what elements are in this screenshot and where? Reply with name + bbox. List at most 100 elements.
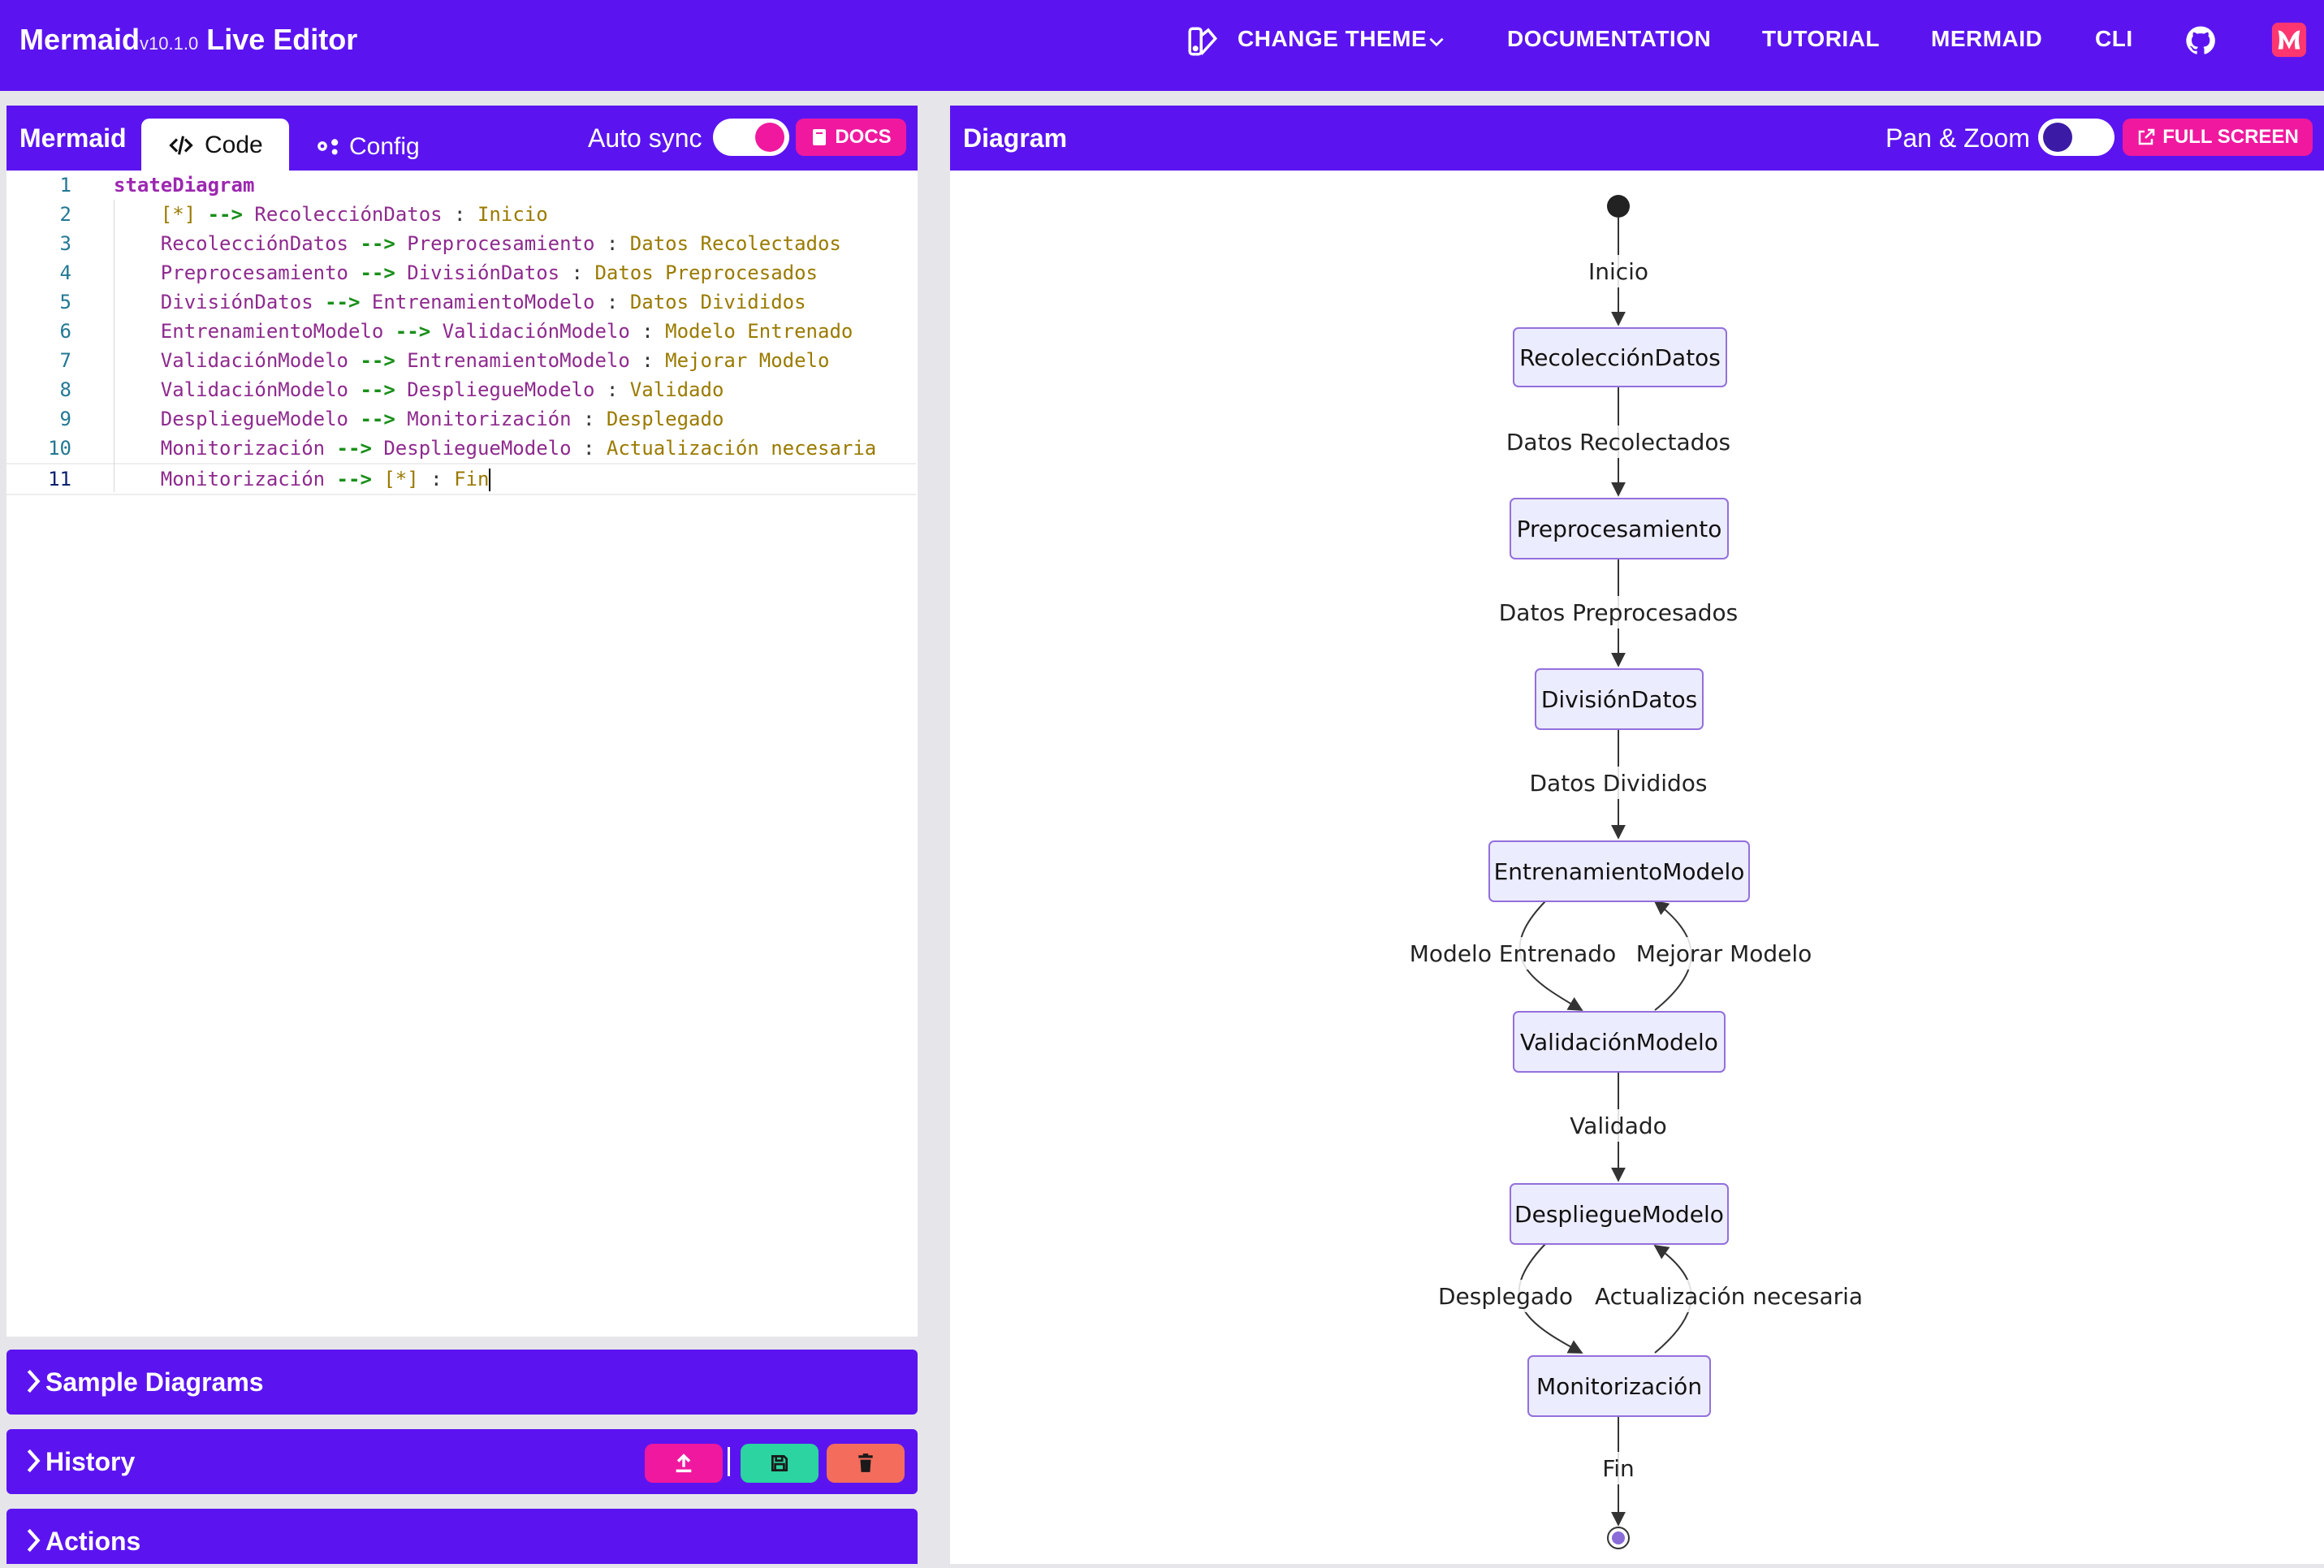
full-screen-label: FULL SCREEN	[2162, 126, 2299, 148]
code-token	[383, 320, 395, 343]
code-token: DespliegueModelo	[383, 437, 572, 460]
code-token: :	[629, 349, 666, 372]
tab-config-label: Config	[349, 133, 420, 160]
line-code: Preprocesamiento --> DivisiónDatos : Dat…	[114, 258, 818, 287]
code-editor[interactable]: 1 stateDiagram 2 [*] --> RecolecciónDatos …	[6, 171, 918, 1337]
code-token	[243, 203, 254, 226]
text-cursor	[489, 469, 491, 491]
history-section[interactable]: History	[6, 1429, 918, 1494]
code-line[interactable]: 7 ValidaciónModelo --> EntrenamientoMode…	[6, 346, 916, 375]
code-line[interactable]: 8 ValidaciónModelo --> DespliegueModelo …	[6, 375, 916, 404]
upload-history-button[interactable]	[645, 1444, 723, 1483]
nav-mermaid[interactable]: MERMAID	[1931, 26, 2043, 51]
code-lines[interactable]: 1 stateDiagram 2 [*] --> RecolecciónDatos …	[6, 171, 918, 512]
code-line[interactable]: 2 [*] --> RecolecciónDatos : Inicio	[6, 200, 916, 229]
code-token	[395, 378, 407, 401]
code-token: -->	[360, 378, 395, 401]
code-token: :	[442, 203, 477, 226]
chevron-down-icon[interactable]	[1426, 31, 1447, 56]
code-token: Preprocesamiento	[160, 261, 348, 284]
code-token	[325, 468, 336, 490]
code-token: Monitorización	[160, 468, 326, 490]
code-token	[348, 378, 360, 401]
book-icon	[813, 129, 827, 145]
github-icon[interactable]	[2184, 24, 2217, 61]
sample-diagrams-section[interactable]: Sample Diagrams	[6, 1350, 918, 1415]
code-token: Preprocesamiento	[407, 232, 595, 255]
code-token: :	[594, 378, 630, 401]
pan-zoom-label: Pan & Zoom	[1886, 123, 2030, 153]
svg-text:Preprocesamiento: Preprocesamiento	[1517, 516, 1722, 542]
code-line[interactable]: 4 Preprocesamiento --> DivisiónDatos : D…	[6, 258, 916, 287]
code-token	[114, 232, 161, 255]
nav-tutorial[interactable]: TUTORIAL	[1762, 26, 1881, 51]
chevron-right-icon	[24, 1367, 42, 1399]
code-line[interactable]: 11 Monitorización --> [*] : Fin	[6, 463, 916, 495]
code-token	[313, 291, 325, 313]
code-line[interactable]: 6 EntrenamientoModelo --> ValidaciónMode…	[6, 317, 916, 346]
code-line[interactable]: 9 DespliegueModelo --> Monitorización : …	[6, 404, 916, 434]
tab-code[interactable]: Code	[141, 119, 289, 171]
code-token: -->	[207, 203, 243, 226]
edge-label-modelo-entrenado: Modelo Entrenado	[1410, 937, 1616, 970]
tab-config[interactable]: Config	[302, 119, 440, 171]
auto-sync-label: Auto sync	[588, 123, 702, 153]
code-token	[114, 291, 161, 313]
diagram-canvas[interactable]: Inicio Datos Recolectados Datos Preproce…	[950, 171, 2324, 1564]
app-brand[interactable]: Mermaidv10.1.0 Live Editor	[19, 23, 357, 57]
docs-button[interactable]: DOCS	[796, 119, 906, 156]
edge-label-datos-preprocesados: Datos Preprocesados	[1499, 596, 1738, 628]
svg-text:Actualización necesaria: Actualización necesaria	[1595, 1283, 1863, 1310]
nav-documentation[interactable]: DOCUMENTATION	[1507, 26, 1712, 51]
edge-label-datos-recolectados: Datos Recolectados	[1506, 425, 1730, 458]
full-screen-button[interactable]: FULL SCREEN	[2123, 119, 2313, 156]
nav-cli[interactable]: CLI	[2095, 26, 2133, 51]
line-number: 11	[48, 468, 71, 490]
code-icon	[167, 133, 195, 162]
theme-icon[interactable]	[1186, 24, 1220, 63]
code-token	[325, 437, 336, 460]
state-recoleccion-datos[interactable]: RecolecciónDatos	[1513, 327, 1727, 387]
tab-code-label: Code	[205, 132, 263, 158]
code-token: Monitorización	[407, 408, 572, 430]
code-token: stateDiagram	[114, 174, 255, 197]
code-token: -->	[395, 320, 431, 343]
edge-label-datos-divididos: Datos Divididos	[1529, 767, 1708, 799]
code-token: DivisiónDatos	[160, 291, 313, 313]
code-token: -->	[336, 437, 372, 460]
state-entrenamiento-modelo[interactable]: EntrenamientoModelo	[1488, 840, 1750, 902]
code-line[interactable]: 1 stateDiagram	[6, 171, 916, 200]
line-code: stateDiagram	[114, 171, 254, 200]
save-history-button[interactable]	[741, 1444, 819, 1483]
svg-text:Validado: Validado	[1570, 1112, 1667, 1139]
line-code: RecolecciónDatos --> Preprocesamiento : …	[114, 229, 841, 258]
state-division-datos[interactable]: DivisiónDatos	[1535, 668, 1704, 730]
svg-text:Fin: Fin	[1602, 1455, 1635, 1482]
code-token	[348, 408, 360, 430]
state-validacion-modelo[interactable]: ValidaciónModelo	[1513, 1011, 1726, 1073]
actions-section[interactable]: Actions	[6, 1509, 918, 1564]
code-token: :	[571, 408, 607, 430]
auto-sync-toggle[interactable]	[713, 119, 789, 156]
code-line[interactable]: 5 DivisiónDatos --> EntrenamientoModelo …	[6, 287, 916, 317]
code-token: -->	[360, 349, 395, 372]
delete-history-button[interactable]	[827, 1444, 905, 1483]
line-code: [*] --> RecolecciónDatos : Inicio	[114, 200, 548, 229]
code-token: EntrenamientoModelo	[160, 320, 384, 343]
mermaid-logo-icon[interactable]	[2270, 21, 2308, 63]
code-token: :	[418, 468, 455, 490]
code-token	[395, 349, 407, 372]
brand-title: Live Editor	[206, 23, 358, 56]
state-preprocesamiento[interactable]: Preprocesamiento	[1510, 498, 1729, 559]
editor-title: Mermaid	[19, 123, 127, 153]
code-token	[114, 203, 161, 226]
code-token	[114, 468, 161, 490]
state-monitorizacion[interactable]: Monitorización	[1527, 1355, 1711, 1417]
code-line[interactable]: 10 Monitorización --> DespliegueModelo :…	[6, 434, 916, 463]
line-number: 1	[59, 174, 71, 197]
state-despliegue-modelo[interactable]: DespliegueModelo	[1510, 1183, 1729, 1245]
change-theme-menu[interactable]: CHANGE THEME	[1238, 26, 1428, 51]
line-number: 9	[59, 408, 71, 430]
code-line[interactable]: 3 RecolecciónDatos --> Preprocesamiento …	[6, 229, 916, 258]
pan-zoom-toggle[interactable]	[2038, 119, 2114, 156]
